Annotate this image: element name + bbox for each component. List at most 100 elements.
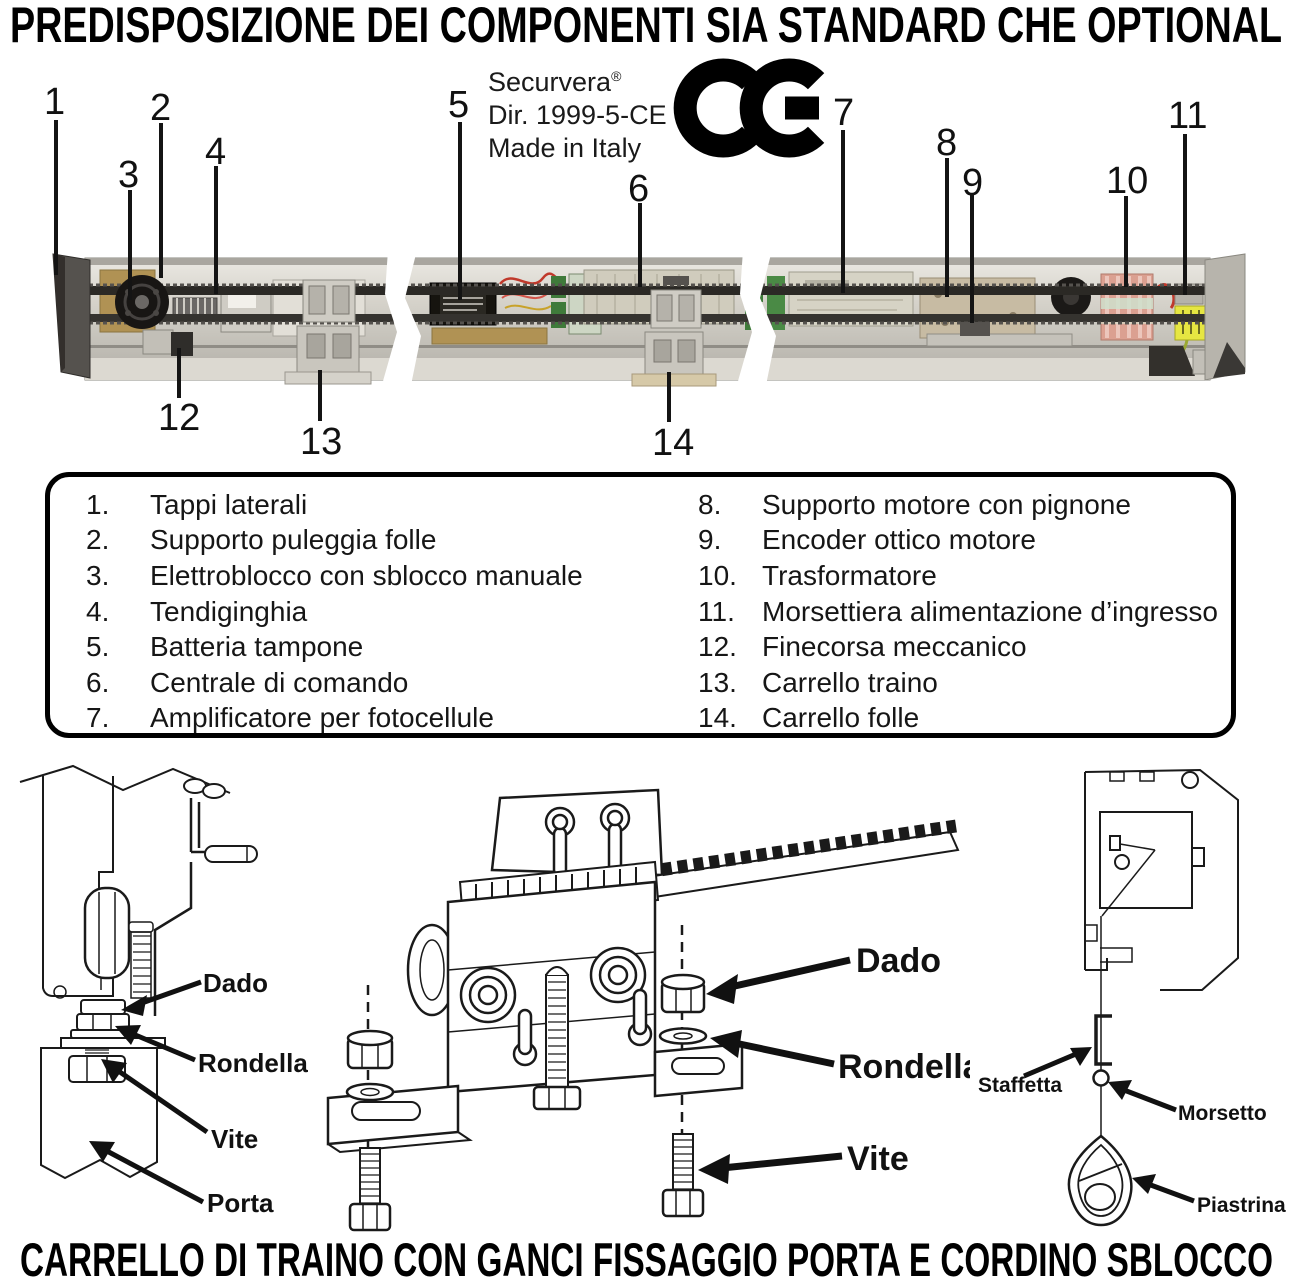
legend-item: 8. Supporto motore con pignone xyxy=(680,487,1218,523)
electro-lock-label xyxy=(228,294,256,308)
legend-label: Carrello traino xyxy=(762,666,938,698)
leader-line-1 xyxy=(54,120,58,275)
legend-label: Supporto motore con pignone xyxy=(762,488,1131,520)
leader-line-10 xyxy=(1124,196,1128,287)
legend-num: 5. xyxy=(86,631,110,663)
leader-line-13 xyxy=(318,370,322,421)
ce-mark-icon xyxy=(673,58,825,158)
page-title-top-text: PREDISPOSIZIONE DEI COMPONENTI SIA STAND… xyxy=(10,0,1282,52)
flange-bolt-2 xyxy=(589,946,647,1004)
screw-right xyxy=(661,1133,705,1218)
label-piastrina: Piastrina xyxy=(1197,1194,1286,1217)
washer-left xyxy=(345,1082,395,1102)
legend-label: Elettroblocco con sblocco manuale xyxy=(150,559,583,591)
leader-line-11 xyxy=(1183,134,1187,295)
label-porta: Porta xyxy=(207,1188,274,1218)
photo-break-2 xyxy=(734,250,776,395)
legend-num: 13. xyxy=(698,666,737,698)
legend-num: 7. xyxy=(86,702,110,734)
legend-item: 5.Batteria tampone xyxy=(68,629,583,665)
nut-side-view xyxy=(80,999,126,1015)
label-morsetto: Morsetto xyxy=(1178,1102,1267,1125)
callout-14: 14 xyxy=(652,422,695,464)
legend-label: Morsettiera alimentazione d’ingresso xyxy=(762,595,1218,627)
leader-line-12 xyxy=(177,348,181,398)
rail-photo xyxy=(52,250,1246,395)
callout-5: 5 xyxy=(448,84,470,126)
brand-origin: Made in Italy xyxy=(488,133,642,163)
legend-num: 8. xyxy=(698,488,722,520)
legend-box: 1.Tappi laterali 2. Supporto puleggia fol… xyxy=(45,472,1236,738)
legend-num: 11. xyxy=(698,595,735,627)
legend-num: 12. xyxy=(698,631,737,663)
legend-label: Trasformatore xyxy=(762,559,937,591)
legend-item: 14.Carrello folle xyxy=(680,701,1218,737)
legend-num: 2. xyxy=(86,524,110,556)
page-title-top: PREDISPOSIZIONE DEI COMPONENTI SIA STAND… xyxy=(10,0,1282,52)
leader-line-7 xyxy=(841,130,845,293)
door-section-drawing: Dado Rondella Vite Porta xyxy=(19,764,308,1218)
legend-label: Supporto puleggia folle xyxy=(150,524,437,556)
registered-mark: ® xyxy=(611,68,622,84)
pull-plate-piastrina xyxy=(1067,1134,1133,1227)
drive-belt xyxy=(89,283,1207,325)
door-bracket-plate xyxy=(490,788,664,877)
legend-num: 3. xyxy=(86,559,110,591)
legend-item: 2. Supporto puleggia folle xyxy=(68,523,583,559)
mechanical-limit-switch xyxy=(171,332,193,356)
label-staffetta: Staffetta xyxy=(978,1074,1062,1097)
legend-item: 11. Morsettiera alimentazione d’ingresso xyxy=(680,594,1218,630)
legend-column-right: 8. Supporto motore con pignone 9. Encoder … xyxy=(680,487,1218,736)
label-vite-middle: Vite xyxy=(847,1140,909,1178)
legend-item: 10.Trasformatore xyxy=(680,558,1218,594)
leader-line-8 xyxy=(945,158,949,297)
adjustment-rod xyxy=(532,966,582,1111)
brand-block: Securvera® Dir. 1999-5-CE Made in Italy xyxy=(488,60,667,165)
flange-bolt-1 xyxy=(459,966,517,1024)
legend-label: Encoder ottico motore xyxy=(762,524,1036,556)
photo-break-1 xyxy=(379,250,421,395)
legend-num: 14. xyxy=(698,702,737,734)
callout-12: 12 xyxy=(158,397,201,439)
bracket-staffetta xyxy=(1094,1014,1112,1066)
legend-num: 6. xyxy=(86,666,110,698)
legend-label: Tappi laterali xyxy=(150,488,308,520)
corner-block xyxy=(1149,346,1195,376)
leader-line-6 xyxy=(638,203,642,287)
tension-spring xyxy=(172,297,218,317)
label-dado-left: Dado xyxy=(203,968,268,998)
leader-line-2 xyxy=(159,123,163,278)
legend-item: 7. Amplificatore per fotocellule xyxy=(68,701,583,737)
leader-line-14 xyxy=(667,372,671,422)
label-rondella-left: Rondella xyxy=(198,1048,308,1078)
callout-8: 8 xyxy=(936,122,958,164)
legend-num: 4. xyxy=(86,595,110,627)
drive-carriage xyxy=(284,279,372,385)
idle-pulley xyxy=(115,275,169,329)
page-title-bottom-text: CARRELLO DI TRAINO CON GANCI FISSAGGIO P… xyxy=(20,1236,1273,1285)
legend-label: Centrale di comando xyxy=(150,666,409,698)
nut-right xyxy=(660,973,706,1014)
callout-1: 1 xyxy=(44,81,66,123)
leader-line-4 xyxy=(214,166,218,294)
callout-2: 2 xyxy=(150,87,172,129)
legend-item: 12.Finecorsa meccanico xyxy=(680,629,1218,665)
callout-7: 7 xyxy=(833,92,855,134)
legend-item: 9. Encoder ottico motore xyxy=(680,523,1218,559)
legend-num: 9. xyxy=(698,524,722,556)
callout-9: 9 xyxy=(962,162,984,204)
callout-10: 10 xyxy=(1106,160,1149,202)
legend-label: Amplificatore per fotocellule xyxy=(150,702,494,734)
legend-column-left: 1.Tappi laterali 2. Supporto puleggia fol… xyxy=(68,487,583,736)
leader-line-3 xyxy=(128,190,132,300)
screw-left xyxy=(348,1147,392,1232)
callout-6: 6 xyxy=(628,168,650,210)
brand-directive: Dir. 1999-5-CE xyxy=(488,100,667,130)
leader-line-9 xyxy=(970,194,974,323)
callout-3: 3 xyxy=(118,154,140,196)
brass-plate-mid xyxy=(431,327,548,345)
legend-item: 1.Tappi laterali xyxy=(68,487,583,523)
carriage-compartment xyxy=(1099,811,1193,909)
legend-item: 3. Elettroblocco con sblocco manuale xyxy=(68,558,583,594)
